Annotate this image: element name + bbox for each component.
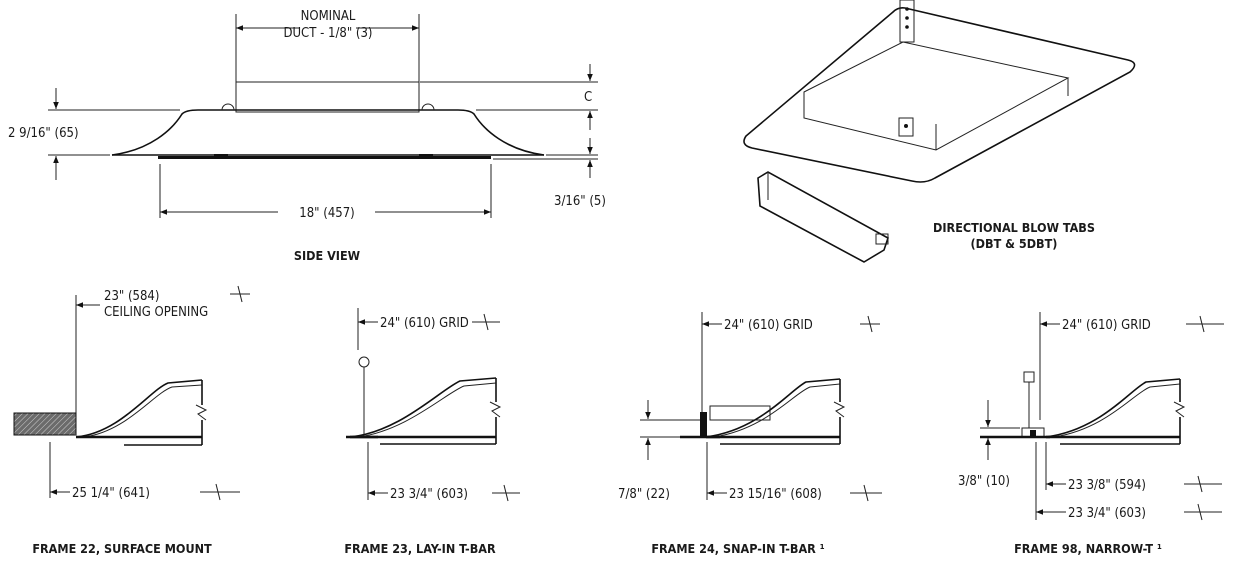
frame-98-side-dimension: 3/8" (10) bbox=[958, 474, 1010, 489]
frame-22-bottom-dimension: 25 1/4" (641) bbox=[72, 486, 150, 501]
blow-tabs-caption-line2: (DBT & 5DBT) bbox=[971, 236, 1058, 251]
diffuser-body bbox=[111, 109, 545, 156]
frame-98-bottom-dimension-2: 23 3/4" (603) bbox=[1068, 506, 1146, 521]
frame-24-detail: 24" (610) GRID 7/8" (22) 23 15/16" (608)… bbox=[618, 312, 882, 556]
width-dimension-label: 18" (457) bbox=[299, 206, 354, 221]
side-view: NOMINAL DUCT - 1/8" (3) 2 9/16" (65) C 3… bbox=[8, 9, 606, 263]
frame-24-top-dimension: 24" (610) GRID bbox=[724, 318, 813, 333]
side-view-caption: SIDE VIEW bbox=[294, 248, 361, 263]
frame-23-bottom-dimension: 23 3/4" (603) bbox=[390, 487, 468, 502]
frame-24-side-dimension: 7/8" (22) bbox=[618, 487, 670, 502]
c-dimension-label: C bbox=[584, 90, 592, 105]
frame-22-top-dimension-line2: CEILING OPENING bbox=[104, 305, 208, 320]
nominal-label-line1: NOMINAL bbox=[301, 9, 356, 24]
frame-98-detail: 24" (610) GRID 3/8" (10) 23 3/8" (594) 2… bbox=[958, 312, 1224, 556]
frame-22-top-dimension-line1: 23" (584) bbox=[104, 289, 159, 304]
blow-tabs-illustration: DIRECTIONAL BLOW TABS (DBT & 5DBT) bbox=[743, 0, 1136, 263]
frame-23-top-dimension: 24" (610) GRID bbox=[380, 316, 469, 331]
blow-tab-plate bbox=[743, 7, 1136, 183]
frame-22-detail: 23" (584) CEILING OPENING 25 1/4" (641) … bbox=[13, 285, 250, 556]
frame-98-bottom-dimension-1: 23 3/8" (594) bbox=[1068, 478, 1146, 493]
loose-blow-tab bbox=[757, 171, 889, 263]
duct-collar bbox=[235, 81, 420, 113]
nominal-label-line2: DUCT - 1/8" (3) bbox=[283, 26, 372, 41]
frame-23-caption: FRAME 23, LAY-IN T-BAR bbox=[344, 541, 496, 556]
height-dimension-label: 2 9/16" (65) bbox=[8, 126, 79, 141]
frame-98-top-dimension: 24" (610) GRID bbox=[1062, 318, 1151, 333]
frame-22-caption: FRAME 22, SURFACE MOUNT bbox=[32, 541, 212, 556]
face-panel bbox=[158, 156, 491, 159]
frame-24-caption: FRAME 24, SNAP-IN T-BAR ¹ bbox=[651, 541, 824, 556]
frame-24-bottom-dimension: 23 15/16" (608) bbox=[729, 487, 822, 502]
frame-22-ceiling bbox=[13, 412, 77, 436]
frame-98-caption: FRAME 98, NARROW-T ¹ bbox=[1014, 541, 1162, 556]
lip-dimension-label: 3/16" (5) bbox=[554, 194, 606, 209]
blow-tabs-caption-line1: DIRECTIONAL BLOW TABS bbox=[933, 220, 1095, 235]
frame-23-detail: 24" (610) GRID 23 3/4" (603) FRAME 23, L… bbox=[344, 308, 520, 556]
